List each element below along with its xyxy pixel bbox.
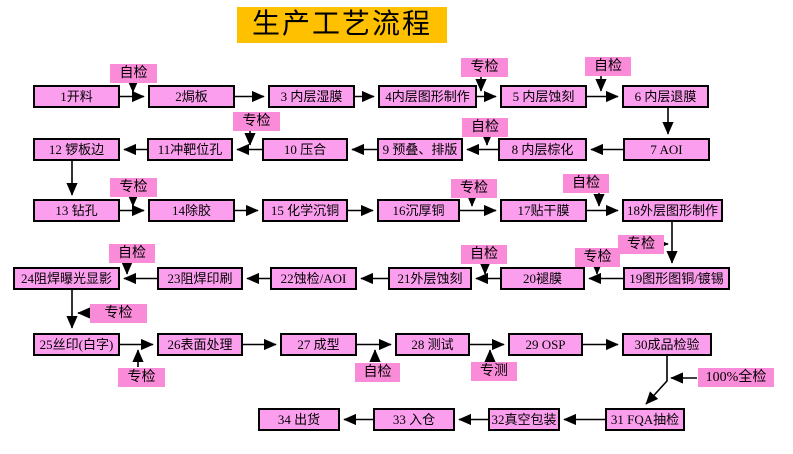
flow-step-8: 8 内层棕化: [498, 138, 587, 161]
self-check-label: 自检: [462, 118, 508, 137]
flow-step-33: 33 入仓: [373, 408, 455, 431]
flow-step-9: 9 预叠、排版: [377, 138, 463, 161]
self-check-label: 自检: [109, 244, 155, 263]
flow-step-14: 14除胶: [148, 199, 235, 222]
flow-step-16: 16沉厚铜: [377, 199, 460, 222]
flow-step-32: 32真空包装: [488, 408, 560, 431]
self-check-label: 自检: [355, 363, 400, 382]
flow-step-12: 12 锣板边: [33, 138, 120, 161]
special-check-label: 专检: [451, 179, 497, 198]
flow-step-11: 11冲靶位孔: [147, 138, 233, 161]
flow-step-30: 30成品检验: [622, 333, 712, 356]
special-check-label: 专检: [618, 235, 664, 254]
flow-step-13: 13 钻孔: [33, 199, 120, 222]
flow-step-27: 27 成型: [280, 333, 357, 356]
flow-step-34: 34 出货: [258, 408, 340, 431]
flow-step-21: 21外层蚀刻: [388, 267, 472, 290]
flow-step-19: 19图形图铜/镀锡: [623, 267, 730, 290]
flow-step-23: 23阻焊印刷: [157, 267, 243, 290]
flow-step-6: 6 内层退膜: [622, 85, 709, 108]
full-inspection-label: 100%全检: [698, 368, 774, 387]
connector-30-31: [645, 356, 668, 405]
special-test-label: 专测: [471, 362, 517, 381]
flow-step-10: 10 压合: [262, 138, 348, 161]
special-check-label: 专检: [118, 368, 165, 387]
special-check-label: 专检: [233, 112, 280, 131]
flow-step-5: 5 内层蚀刻: [500, 85, 587, 108]
self-check-label: 自检: [110, 64, 157, 83]
special-check-label: 专检: [90, 304, 147, 323]
flow-step-24: 24阻焊曝光显影: [13, 267, 120, 290]
special-check-label: 专检: [461, 58, 508, 77]
flow-step-28: 28 测试: [395, 333, 470, 356]
flow-step-17: 17贴干膜: [500, 199, 587, 222]
flow-step-3: 3 内层湿膜: [268, 85, 355, 108]
flow-step-25: 25丝印(白字): [33, 333, 120, 356]
self-check-label: 自检: [461, 245, 507, 264]
page-title: 生产工艺流程: [237, 7, 447, 43]
flow-step-26: 26表面处理: [157, 333, 243, 356]
flow-step-20: 20褪膜: [500, 267, 585, 290]
flow-step-7: 7 AOI: [623, 138, 710, 161]
self-check-label: 自检: [563, 174, 609, 193]
flow-step-4: 4内层图形制作: [378, 85, 477, 108]
special-check-label: 专检: [110, 178, 157, 197]
flow-step-31: 31 FQA抽检: [605, 408, 685, 431]
self-check-label: 自检: [585, 57, 631, 76]
flow-step-18: 18外层图形制作: [622, 199, 723, 222]
flow-step-15: 15 化学沉铜: [262, 199, 348, 222]
flow-step-1: 1开料: [33, 85, 120, 108]
flow-step-22: 22蚀检/AOI: [270, 267, 357, 290]
special-check-label: 专检: [575, 248, 620, 267]
flow-step-2: 2焗板: [148, 85, 235, 108]
flow-step-29: 29 OSP: [508, 333, 583, 356]
